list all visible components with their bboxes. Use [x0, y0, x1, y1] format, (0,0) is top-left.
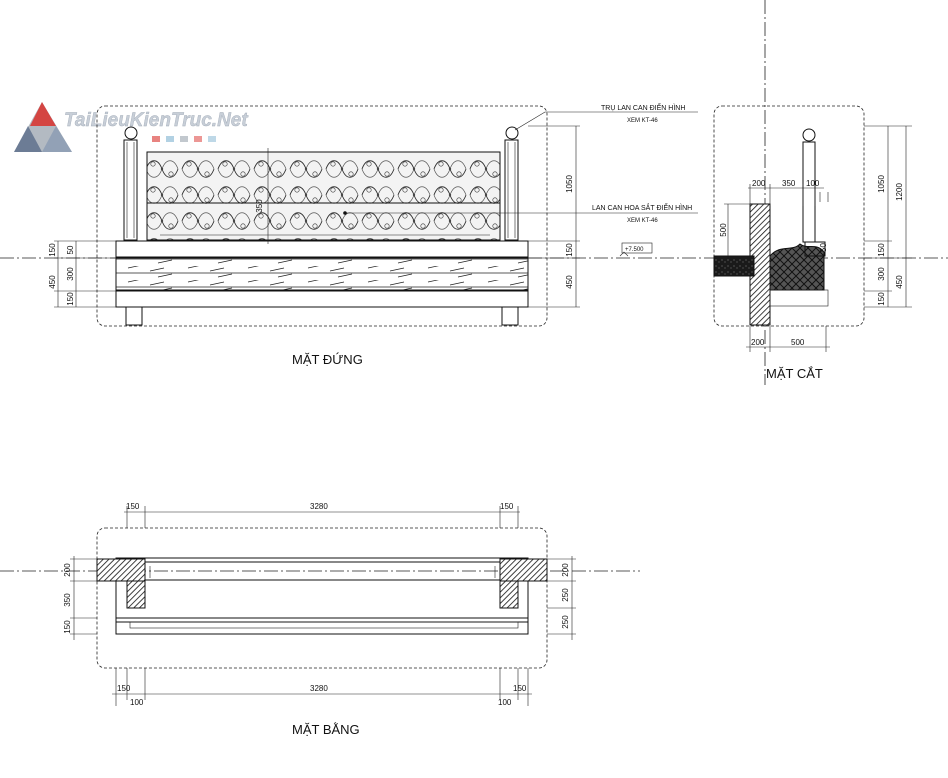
section-dim-right-1050: 1050 [877, 175, 886, 193]
plan-post-right [499, 558, 548, 582]
section-dim-right-300: 300 [877, 267, 886, 281]
plan-dim-top-3280: 3280 [310, 502, 328, 511]
elevation-dim-left-300: 300 [66, 267, 75, 281]
section-dim-top-100: 100 [806, 179, 820, 188]
elevation-dim-left-450: 450 [48, 275, 57, 289]
section-view: 200 350 100 50 500 1050 1200 150 300 450… [713, 105, 912, 381]
plan-post-left [96, 558, 146, 582]
callout-rail-label: LAN CAN HOA SẮT ĐIỂN HÌNH [592, 203, 692, 212]
plan-dim-top-150a: 150 [126, 502, 140, 511]
plan-dim-bottom-100a: 100 [130, 698, 144, 707]
section-dim-bottom-500: 500 [791, 338, 805, 347]
plan-stub-left [126, 580, 146, 609]
section-dim-left-500: 500 [719, 223, 728, 237]
plan-view: 150 3280 150 200 350 150 200 250 250 150… [0, 502, 640, 737]
brick-wall [115, 257, 529, 291]
section-title: MẶT CẮT [766, 366, 823, 381]
elevation-title: MẶT ĐỨNG [292, 352, 363, 367]
watermark-text: TaiLieuKienTruc.Net [64, 110, 248, 131]
callout-rail-ref: XEM KT-46 [627, 218, 658, 224]
plan-dim-bottom-150a: 150 [117, 684, 131, 693]
elevation-view: 350 50 150 300 450 150 1050 150 450 TRỤ … [48, 103, 698, 367]
ornamental-railing [146, 151, 501, 241]
section-dim-small-50: 50 [819, 243, 828, 252]
plan-dim-right-250b: 250 [561, 615, 570, 629]
section-dim-right-1200: 1200 [895, 183, 904, 201]
plan-title: MẶT BẰNG [292, 722, 360, 737]
section-stone-fill [769, 243, 825, 291]
level-marker: +7.500 [625, 247, 644, 253]
plan-dim-bottom-3280: 3280 [310, 684, 328, 693]
plan-dim-right-200: 200 [561, 563, 570, 577]
elevation-dim-right-450: 450 [565, 275, 574, 289]
elevation-dim-center: 350 [255, 199, 264, 213]
elevation-dim-left-150b: 150 [66, 292, 75, 306]
elevation-dim-left-50: 50 [66, 245, 75, 254]
watermark-logo: TaiLieuKienTruc.Net [14, 102, 249, 152]
callout-post-ref: XEM KT-46 [627, 118, 658, 124]
section-dim-bottom-200: 200 [751, 338, 765, 347]
plan-dim-bottom-150b: 150 [513, 684, 527, 693]
section-dim-top-350: 350 [782, 179, 796, 188]
callout-post-label: TRỤ LAN CAN ĐIỂN HÌNH [601, 103, 685, 112]
plan-dim-top-150b: 150 [500, 502, 514, 511]
plan-dim-right-250a: 250 [561, 588, 570, 602]
plan-dim-bottom-100b: 100 [498, 698, 512, 707]
plan-stub-right [499, 580, 519, 609]
elevation-dim-right-1050: 1050 [565, 175, 574, 193]
section-dim-right-150: 150 [877, 243, 886, 257]
elevation-dim-left-150: 150 [48, 243, 57, 257]
section-dim-right-450: 450 [895, 275, 904, 289]
plan-dim-left-200: 200 [63, 563, 72, 577]
section-dim-top-200: 200 [752, 179, 766, 188]
plan-dim-left-150: 150 [63, 620, 72, 634]
section-dim-right-150b: 150 [877, 292, 886, 306]
elevation-dim-right-150: 150 [565, 243, 574, 257]
section-slab [713, 255, 755, 277]
plan-dim-left-350: 350 [63, 593, 72, 607]
